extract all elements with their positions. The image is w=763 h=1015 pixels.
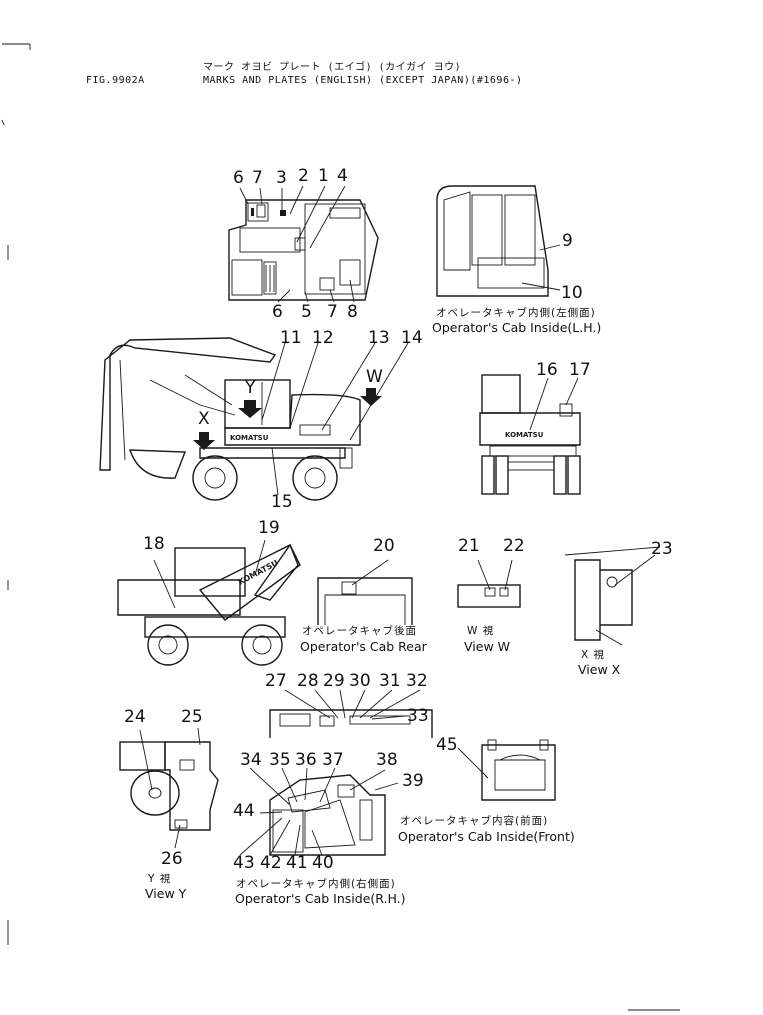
view-letter-y: Y [245,378,256,398]
title-japanese: マーク オヨビ プレート (エイゴ) (カイガイ ヨウ) [203,62,462,73]
callout-9: 9 [562,231,573,251]
callout-39: 39 [402,771,424,791]
callout-41: 41 [286,853,308,873]
callout-8: 8 [347,302,358,322]
callout-35: 35 [269,750,291,770]
callout-4: 4 [337,166,348,186]
caption-cab-lh-en: Operator's Cab Inside(L.H.) [432,320,602,335]
callout-6a: 6 [233,168,244,188]
callout-14: 14 [401,328,423,348]
caption-cab-rh-en: Operator's Cab Inside(R.H.) [235,891,406,906]
callout-28: 28 [297,671,319,691]
komatsu-logo-side: KOMATSU [230,434,269,442]
title-english: MARKS AND PLATES (ENGLISH) (EXCEPT JAPAN… [203,75,523,86]
callout-19: 19 [258,518,280,538]
caption-cab-rear-jp: オペレータキャブ後面 [302,625,417,637]
excavator-rear-view: KOMATSU [479,374,581,495]
caption-view-y-jp: Y 視 [148,873,172,885]
komatsu-logo-rear: KOMATSU [505,431,544,439]
view-letter-x: X [198,409,210,429]
callout-25: 25 [181,707,203,727]
view-y-steering [119,727,219,849]
view-w-plates [457,559,521,608]
caption-cab-rear-en: Operator's Cab Rear [300,639,427,654]
callout-40: 40 [312,853,334,873]
cab-inside-lh-view [436,185,561,297]
callout-37: 37 [322,750,344,770]
callout-20: 20 [373,536,395,556]
view-letter-w: W [366,367,383,387]
callout-13: 13 [368,328,390,348]
callout-27: 27 [265,671,287,691]
callout-26: 26 [161,849,183,869]
callout-42: 42 [260,853,282,873]
caption-view-w-en: View W [464,639,510,654]
callout-24: 24 [124,707,146,727]
callout-30: 30 [349,671,371,691]
binder-marks [1,43,680,1011]
cab-interior-top-view [228,185,379,303]
excavator-travel-view: KOMATSU [117,539,301,666]
callout-34: 34 [240,750,262,770]
caption-view-x-jp: X 視 [581,649,606,661]
callout-1: 1 [318,166,329,186]
caption-cab-front-jp: オペレータキャブ内容(前面) [400,815,549,827]
callout-18: 18 [143,534,165,554]
callout-32: 32 [406,671,428,691]
view-x-plates [564,546,661,646]
caption-view-y-en: View Y [145,886,187,901]
callout-2: 2 [298,166,309,186]
callout-29: 29 [323,671,345,691]
cab-rear-view [317,559,413,625]
callout-3: 3 [276,168,287,188]
cab-inside-rh-view [239,767,399,856]
caption-cab-front-en: Operator's Cab Inside(Front) [398,829,575,844]
callout-38: 38 [376,750,398,770]
cab-inside-front-top [269,689,433,738]
callout-7b: 7 [327,302,338,322]
callout-15: 15 [271,492,293,512]
callout-43: 43 [233,853,255,873]
callout-31: 31 [379,671,401,691]
caption-cab-rh-jp: オペレータキャブ内側(右側面) [236,878,396,890]
callout-21: 21 [458,536,480,556]
caption-view-w-jp: W 視 [467,625,495,637]
cab-inside-front-view [457,739,556,801]
callout-5: 5 [301,302,312,322]
callout-23: 23 [651,539,673,559]
callout-6b: 6 [272,302,283,322]
figure-number: FIG.9902A [86,75,145,86]
callout-17: 17 [569,360,591,380]
callout-11: 11 [280,328,302,348]
caption-cab-lh-jp: オペレータキャブ内側(左側面) [436,307,596,319]
callout-10: 10 [561,283,583,303]
callout-45: 45 [436,735,458,755]
callout-33: 33 [407,706,429,726]
callout-16: 16 [536,360,558,380]
callout-22: 22 [503,536,525,556]
callout-12: 12 [312,328,334,348]
excavator-side-view: KOMATSU [99,337,409,501]
caption-view-x-en: View X [578,662,621,677]
callout-36: 36 [295,750,317,770]
callout-7a: 7 [252,168,263,188]
callout-44: 44 [233,801,255,821]
